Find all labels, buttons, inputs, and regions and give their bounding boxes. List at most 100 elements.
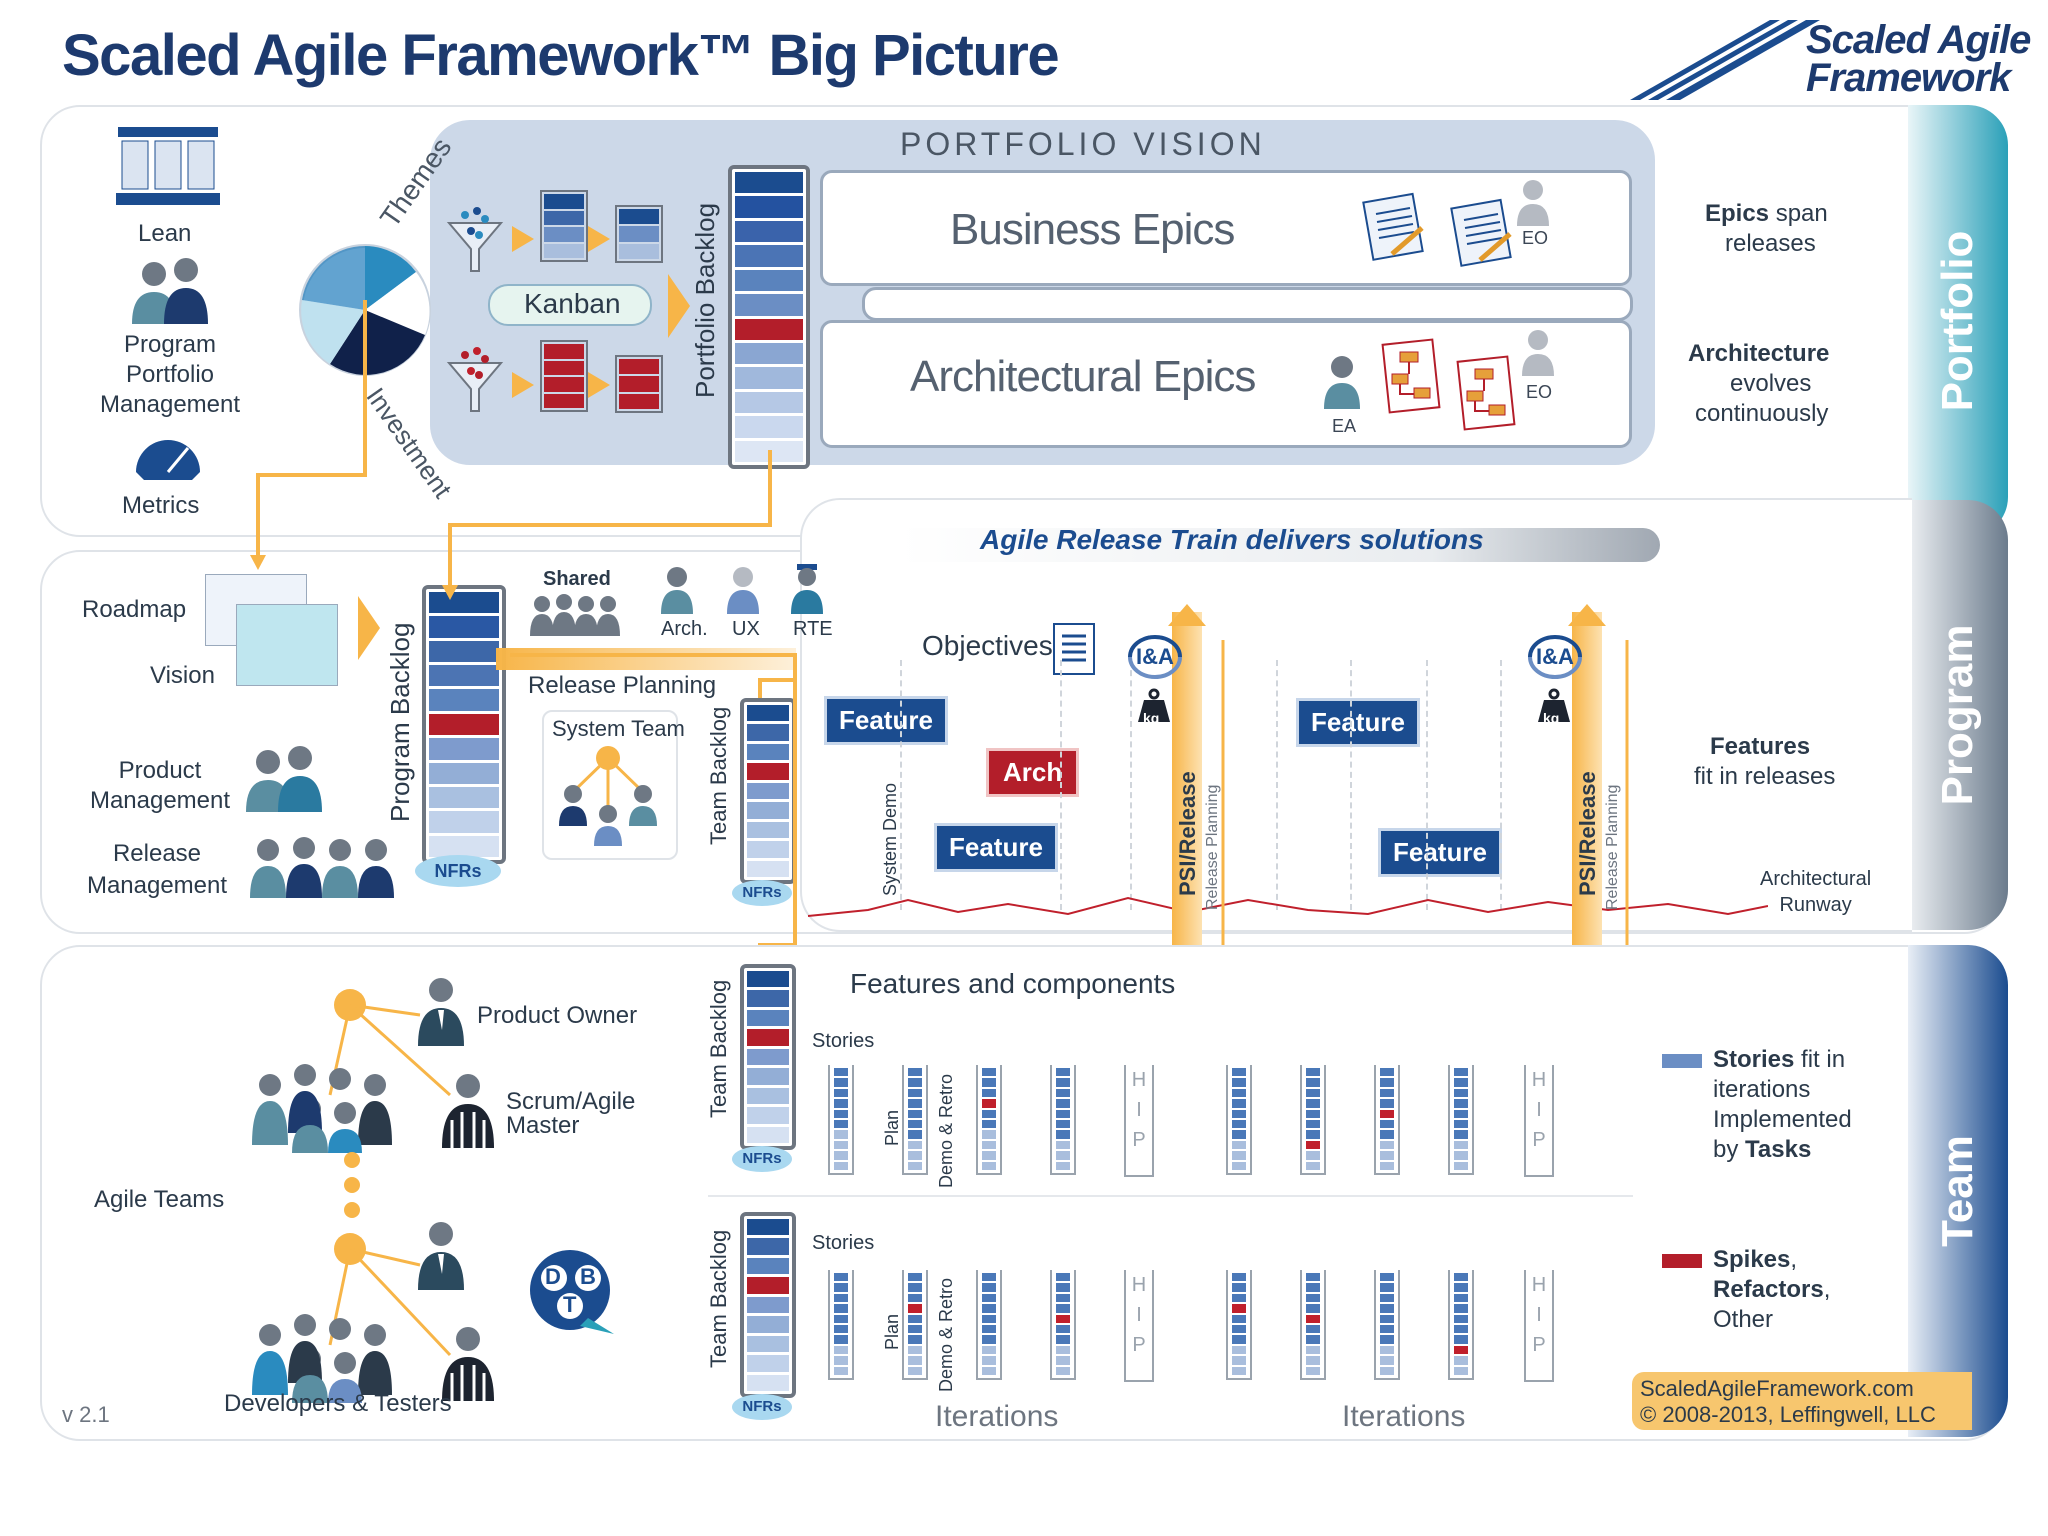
ea-label: EA (1332, 416, 1357, 436)
team-backlog-label: Team Backlog (706, 979, 731, 1118)
kanban-label: Kanban (524, 288, 621, 319)
ia-label: I&A (1536, 644, 1574, 669)
iteration-divider (1350, 660, 1352, 910)
kanban-stack-red (540, 340, 588, 412)
sidebar-team-label: Team (1933, 1135, 1982, 1247)
hip-iteration: H I P (1124, 1270, 1154, 1382)
system-team-label: System Team (552, 716, 685, 741)
portfolio-note-architecture: Architecture (1688, 340, 1830, 367)
developers-testers-label: Developers & Testers (224, 1390, 452, 1417)
arrow-right-icon (358, 596, 380, 660)
iteration-bar (976, 1270, 1002, 1380)
inspect-adapt-icon (1528, 635, 1582, 679)
architectural-runway-line (808, 896, 1768, 917)
iteration-bar (1300, 1065, 1326, 1175)
iteration-bar (1448, 1270, 1474, 1380)
iterations-label: Iterations (935, 1400, 1059, 1433)
hip-label: H I P (1531, 1274, 1547, 1356)
iteration-divider (1500, 660, 1502, 910)
lean-house-icon (116, 127, 220, 205)
arrow-right-icon (588, 372, 610, 398)
epics-bold: Epics (1705, 200, 1770, 227)
arrow-right-icon (668, 274, 690, 338)
ppm-people-icon (132, 258, 208, 324)
hip-iteration: H I P (1524, 1065, 1554, 1177)
release-management-label: Release Management (86, 840, 228, 899)
epic-owner-person-icon (1522, 330, 1554, 376)
vision-label: Vision (150, 662, 215, 689)
iterations-label: Iterations (1342, 1400, 1466, 1433)
kanban-stack-blue (615, 205, 663, 263)
stories-legend-swatch (1662, 1054, 1702, 1068)
arch-role-label: Arch. (661, 618, 708, 640)
vision-document-icon (236, 604, 338, 686)
agile-teams-label: Agile Teams (94, 1186, 225, 1213)
team-nfrs-badge: NFRs (732, 1146, 792, 1172)
ia-label: I&A (1136, 644, 1174, 669)
demo-retro-label: Demo & Retro (936, 1277, 956, 1392)
enterprise-architect-person-icon (1324, 356, 1360, 409)
architecture-diagram-icon (1381, 338, 1441, 414)
portfolio-backlog (728, 165, 810, 469)
arrow-right-icon (512, 226, 534, 252)
weight-kg-icon (1538, 688, 1570, 722)
program-backlog (422, 585, 506, 864)
eo-label: EO (1526, 382, 1553, 402)
ux-role-label: UX (732, 618, 760, 640)
kg-label: kg (1543, 710, 1560, 726)
dbt-icon (530, 1250, 614, 1334)
team-member-person-icon (442, 1327, 494, 1401)
iteration-bar (1374, 1270, 1400, 1380)
portfolio-note-releases: releases (1725, 230, 1816, 257)
product-owner-label: Product Owner (477, 1002, 638, 1029)
iteration-divider (1426, 660, 1428, 910)
team-member-person-icon (418, 1222, 464, 1290)
features-components-label: Features and components (850, 968, 1176, 999)
psi-release-label: PSI/Release (1175, 771, 1200, 896)
footer-url: ScaledAgileFramework.com (1640, 1376, 1914, 1401)
funnel-icon (446, 207, 504, 272)
release-planning-arrow-icon (1216, 640, 1230, 990)
stories-bold: Stories (1713, 1046, 1795, 1073)
agile-team-org-icon (252, 989, 452, 1153)
rte-person-icon (791, 564, 823, 614)
product-owner-person-icon (418, 978, 464, 1046)
art-banner-label: Agile Release Train delivers solutions (980, 524, 1484, 555)
sidebar-program-label: Program (1933, 624, 1982, 806)
sidebar-portfolio: Portfolio (1908, 105, 2008, 537)
logo: Scaled Agile Framework (1630, 12, 2031, 102)
tasks-bold: Tasks (1745, 1136, 1812, 1163)
product-management-label: Product Management (89, 757, 231, 814)
eo-label: EO (1522, 228, 1549, 248)
arrow-right-icon (512, 372, 534, 398)
portfolio-note-continuously: continuously (1695, 400, 1829, 427)
hip-label: H I P (1131, 1069, 1147, 1151)
rte-role-label: RTE (793, 618, 833, 640)
portfolio-vision-title: PORTFOLIO VISION (900, 126, 1266, 162)
art-banner (900, 528, 1660, 562)
refactors-bold: Refactors (1713, 1276, 1824, 1303)
psi-release-label: PSI/Release (1575, 771, 1600, 896)
team-nfrs-badge: NFRs (732, 1394, 792, 1420)
team-backlog-label: Team Backlog (706, 1229, 731, 1368)
demo-retro-label: Demo & Retro (936, 1073, 956, 1188)
ppm-label: Program Portfolio Management (99, 331, 241, 418)
sidebar-team: Team (1908, 945, 2008, 1437)
program-note-features: Features (1710, 733, 1811, 760)
metrics-gauge-icon (136, 440, 200, 480)
psi-arrow-up-icon (1568, 604, 1606, 626)
arch-card: Arch (986, 748, 1080, 797)
spikes-bold: Spikes (1713, 1246, 1791, 1273)
legend-implemented: Implemented (1713, 1106, 1852, 1133)
funnel-icon (446, 347, 504, 412)
shared-label: Shared (543, 568, 611, 590)
epic-document-icon (1450, 198, 1512, 267)
hip-label: H I P (1531, 1069, 1547, 1151)
team-backlog-program (740, 698, 796, 884)
scrum-master-label: Scrum/Agile Master (506, 1088, 636, 1139)
iteration-divider (1130, 660, 1132, 910)
iteration-bar (1226, 1270, 1252, 1380)
system-team-icon (559, 746, 657, 846)
iteration-bar (902, 1065, 928, 1175)
version-label: v 2.1 (62, 1402, 110, 1427)
